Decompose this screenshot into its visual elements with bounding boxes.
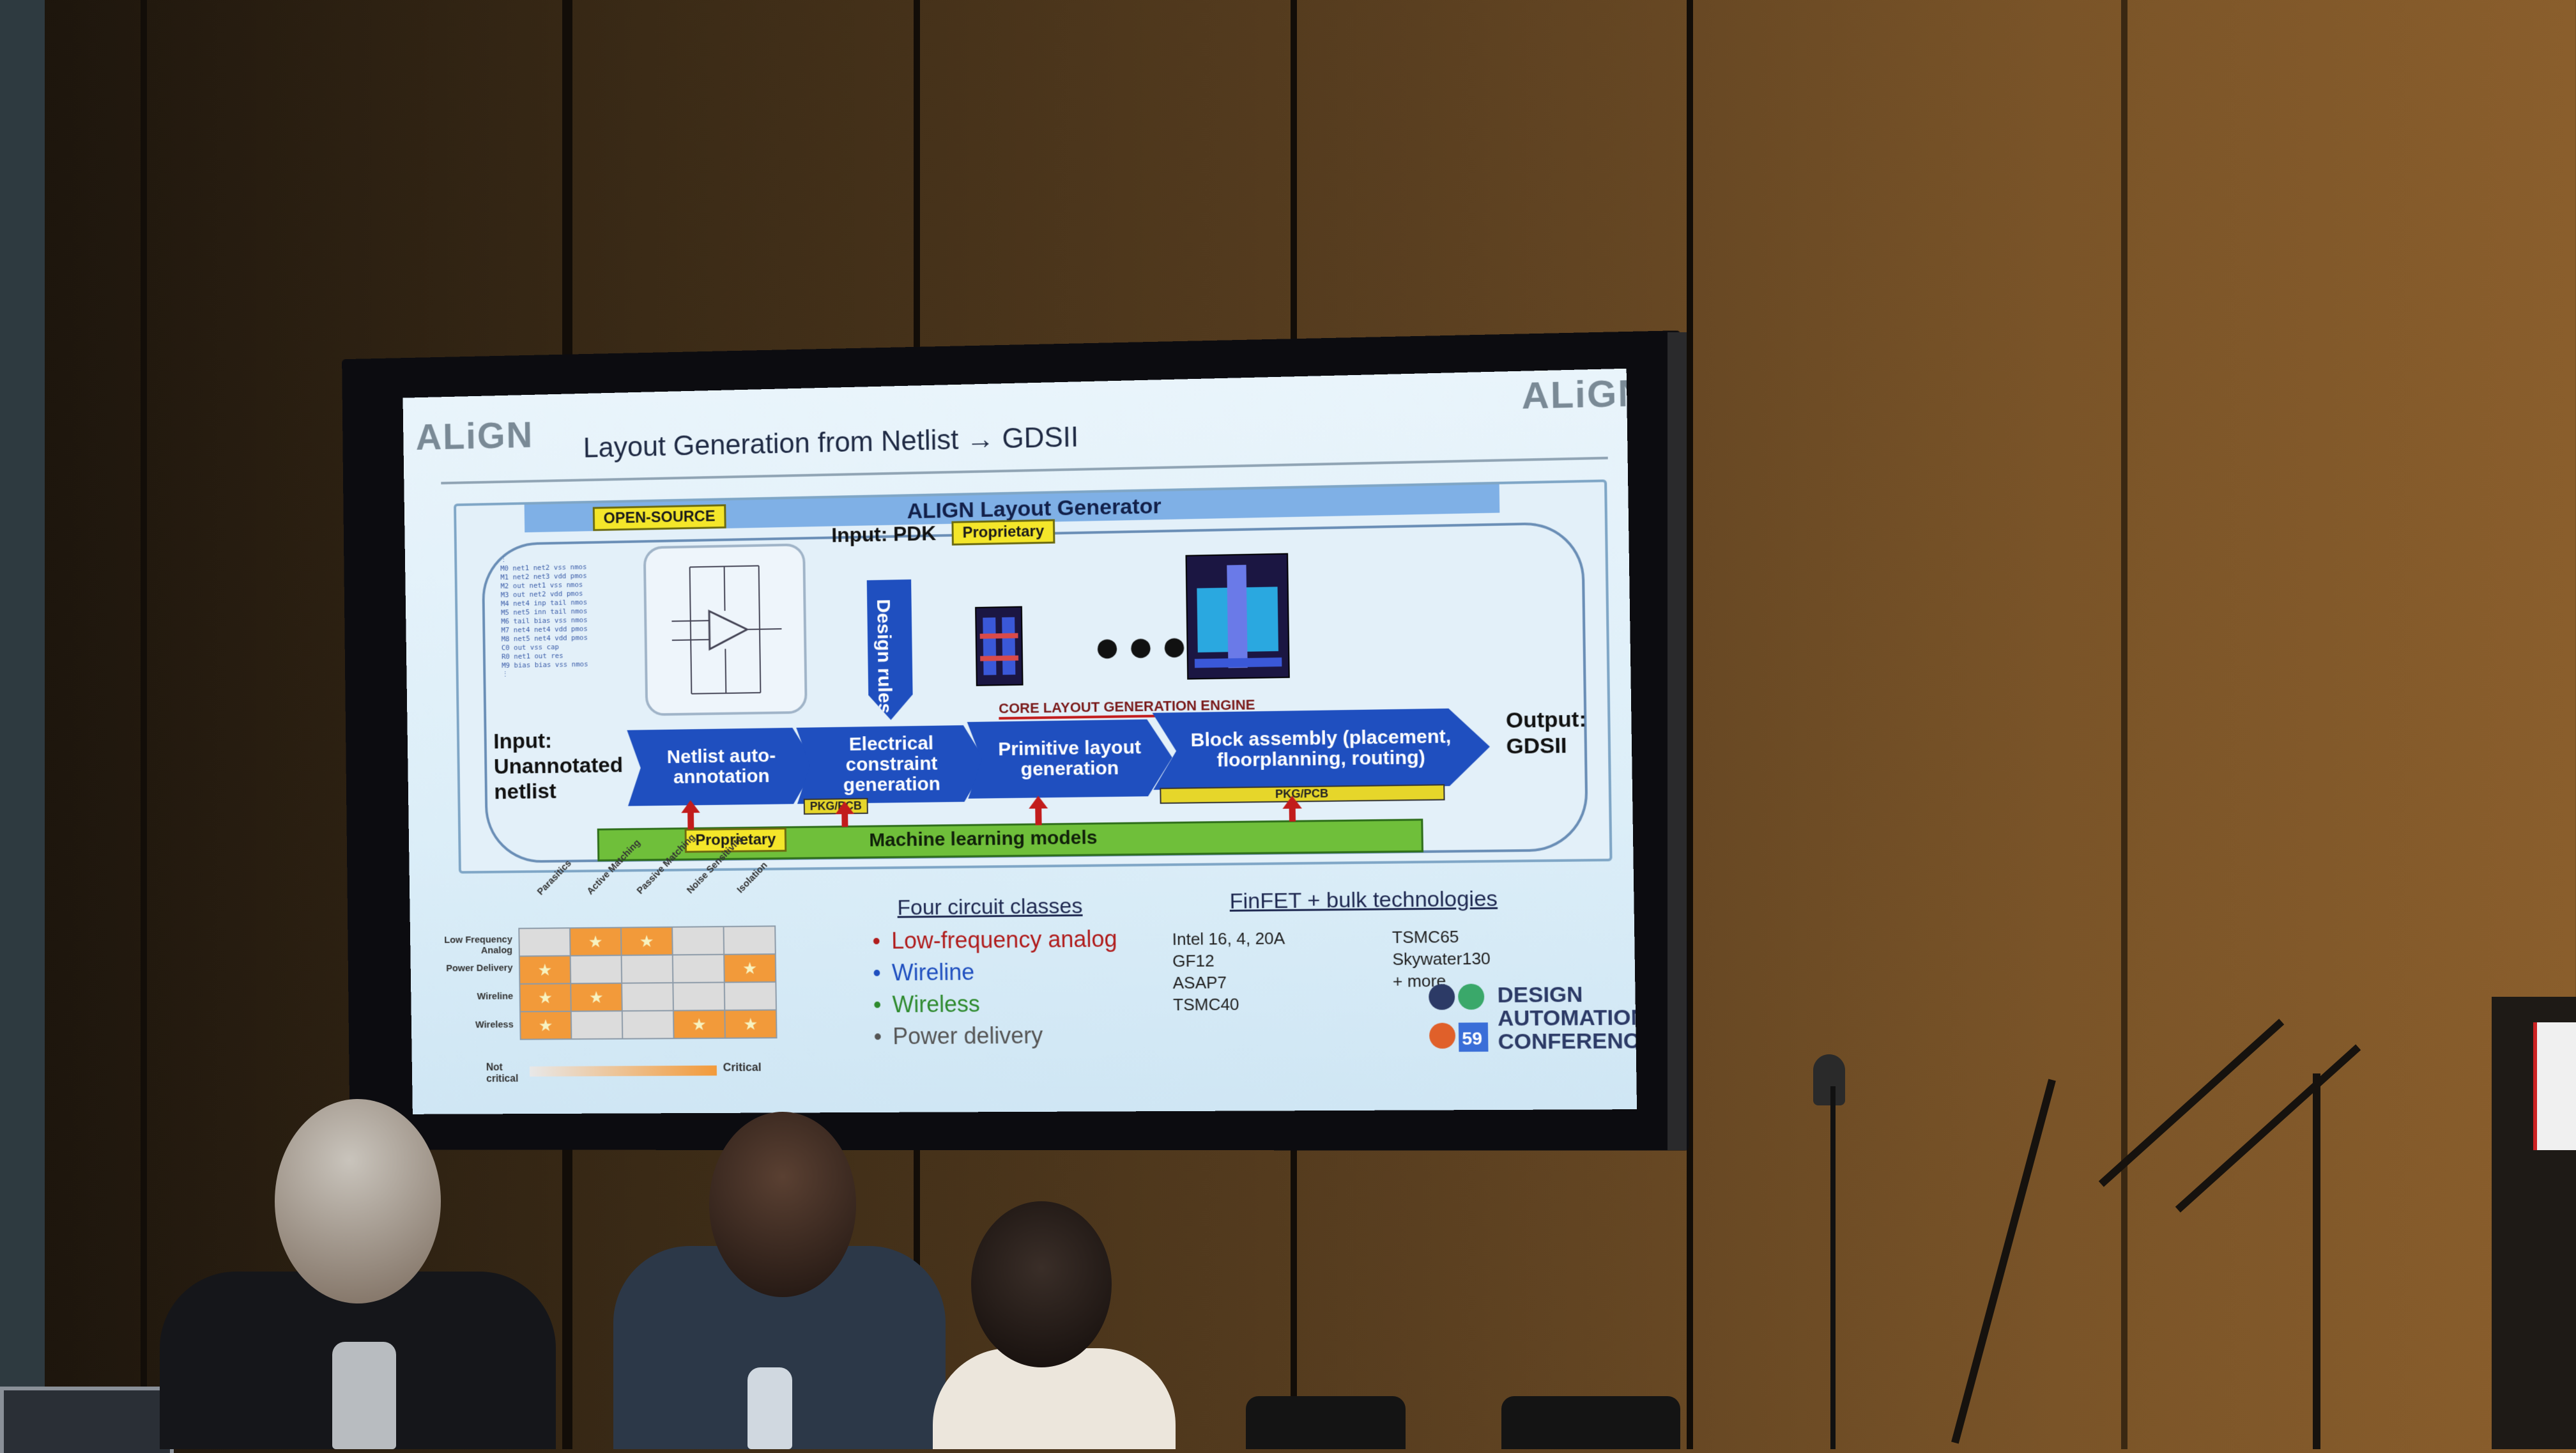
matrix-row-label: Wireless [475,1019,514,1031]
circuit-classes-title: Four circuit classes [897,893,1083,920]
step-block-assembly: Block assembly (placement, floorplanning… [1153,708,1491,790]
criticality-scale-arrow [529,1065,717,1077]
matrix-row-label: Wireline [477,990,514,1002]
ml-feed-arrow [1035,807,1042,826]
dac-number: 59 [1462,1028,1483,1049]
layout-generator-box: ALIGN Layout Generator OPEN-SOURCE ⋮ M0 … [454,479,1613,874]
scale-high-label: Critical [723,1061,762,1074]
wall-panel-seam [141,0,147,1449]
align-logo-left: ALiGN [415,414,534,458]
circuit-class-item: •Power delivery [873,1022,1043,1050]
open-source-tag: OPEN-SOURCE [592,504,726,532]
primitive-layout-thumbnail [975,606,1023,686]
ellipsis-dots: ●●● [1093,619,1195,672]
proprietary-tag-top: Proprietary [951,519,1055,546]
chair [1501,1396,1680,1449]
criticality-matrix: ★★ ★★ ★★ ★★★ [518,925,777,1040]
step-primitive-layout: Primitive layout generation [967,719,1173,799]
laptop-screen [0,1387,174,1453]
ml-feed-arrow [1289,807,1296,822]
tech-title: FinFET + bulk technologies [1229,886,1498,914]
matrix-row-label: Power Delivery [446,962,513,974]
input-netlist-label: Input: Unannotated netlist [493,728,624,804]
audience-member-head [971,1201,1112,1367]
circuit-class-item: •Wireline [872,958,975,986]
wall-panel-seam [2121,0,2128,1449]
block-layout-thumbnail [1185,553,1290,680]
left-wall-edge [0,0,45,1449]
presentation-slide: ALiGN ALiGN Layout Generation from Netli… [402,368,1637,1114]
ml-feed-arrow [841,813,848,827]
chair [1246,1396,1406,1449]
audience-member-head [275,1099,441,1303]
stair-railing [2313,1073,2320,1449]
audience-member-head [709,1112,856,1297]
screen-side-bezel [1667,332,1687,1150]
slide-title: Layout Generation from Netlist → GDSII [583,421,1079,464]
ml-feed-arrow [687,811,694,829]
microphone-stand [1830,1086,1836,1449]
circuit-class-item: •Low-frequency analog [872,925,1117,954]
design-rules-arrow: Design rules [867,580,913,720]
podium-sign [2533,1022,2576,1150]
align-logo-right: ALiGN [1521,372,1637,417]
wall-panel-seam [1687,0,1693,1449]
step-netlist-annotation: Netlist auto-annotation [627,727,816,806]
input-pdk-label: Input: PDK [831,521,937,547]
water-bottle [332,1342,396,1449]
water-bottle [747,1367,792,1449]
circuit-schematic-graphic [643,543,808,716]
step-constraint-generation: Electrical constraint generation [796,725,987,804]
stair-railing [2175,1044,2361,1213]
stair-railing [1951,1079,2056,1444]
design-rules-label: Design rules [873,599,896,714]
scale-low-label: Not critical [486,1062,519,1085]
matrix-row-label: Low Frequency Analog [444,934,513,956]
ml-models-label: Machine learning models [869,827,1098,851]
circuit-class-item: •Wireless [873,990,981,1018]
microphone [1813,1054,1845,1105]
output-gdsii-label: Output: GDSII [1505,707,1587,759]
dac-logo-icon: 59 [1425,974,1492,1065]
